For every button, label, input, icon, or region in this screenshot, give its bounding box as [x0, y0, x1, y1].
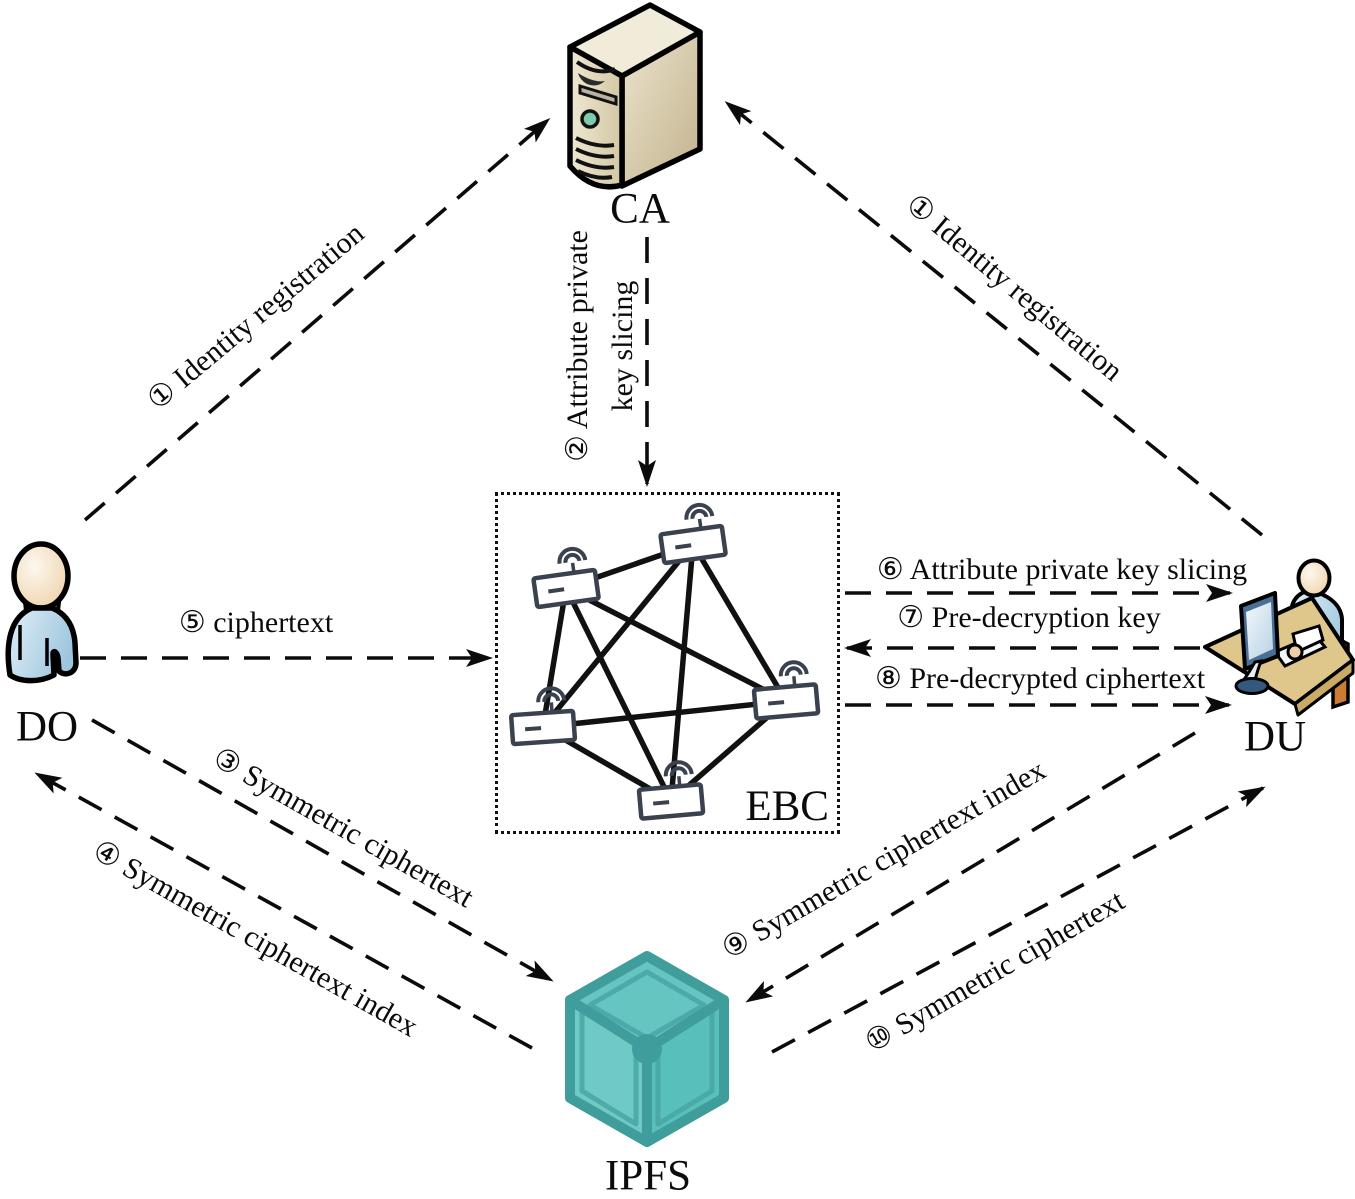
node-label-du: DU [1243, 713, 1307, 761]
flow-label-attribute-key-slicing-ca: ② Attribute private key slicing [555, 181, 645, 511]
node-label-do: DO [15, 703, 79, 751]
router-node-icon [658, 502, 728, 566]
arrow-symmetric-ciphertext-ipfs-du [771, 786, 1266, 1054]
monitor-icon [1234, 591, 1280, 695]
router-node-icon [636, 760, 706, 821]
router-node-icon [531, 546, 601, 610]
arrow-identity-registration-do-ca [83, 118, 551, 522]
flow-label-pre-decrypted-ciphertext: ⑧ Pre-decrypted ciphertext [874, 662, 1206, 695]
router-node-icon [508, 686, 578, 747]
flow-label-ciphertext: ⑤ ciphertext [178, 606, 334, 639]
arrow-symmetric-ciphertext-do-ipfs [91, 718, 554, 982]
person-at-computer-icon [1203, 558, 1355, 717]
arrow-symmetric-ciphertext-index-ipfs-do [34, 772, 533, 1050]
router-node-icon [751, 660, 821, 721]
flow-label-line1: ② Attribute private [561, 230, 594, 462]
arrow-symmetric-ciphertext-index-du-ipfs [745, 731, 1196, 1003]
blockchain-network [508, 502, 821, 821]
node-label-ca: CA [610, 185, 670, 233]
node-label-ebc: EBC [745, 783, 829, 830]
node-label-ipfs: IPFS [604, 1152, 692, 1199]
ebc-blockchain-box: EBC [495, 492, 840, 834]
flow-label-attribute-key-slicing-du: ⑥ Attribute private key slicing [876, 553, 1248, 586]
person-icon [5, 541, 79, 684]
server-icon [567, 2, 703, 190]
server-front-details [575, 60, 618, 180]
flow-label-line2: key slicing [606, 280, 639, 412]
arrow-identity-registration-du-ca [724, 101, 1264, 537]
flow-label-pre-decryption-key: ⑦ Pre-decryption key [897, 601, 1161, 634]
cube-icon [565, 951, 729, 1147]
